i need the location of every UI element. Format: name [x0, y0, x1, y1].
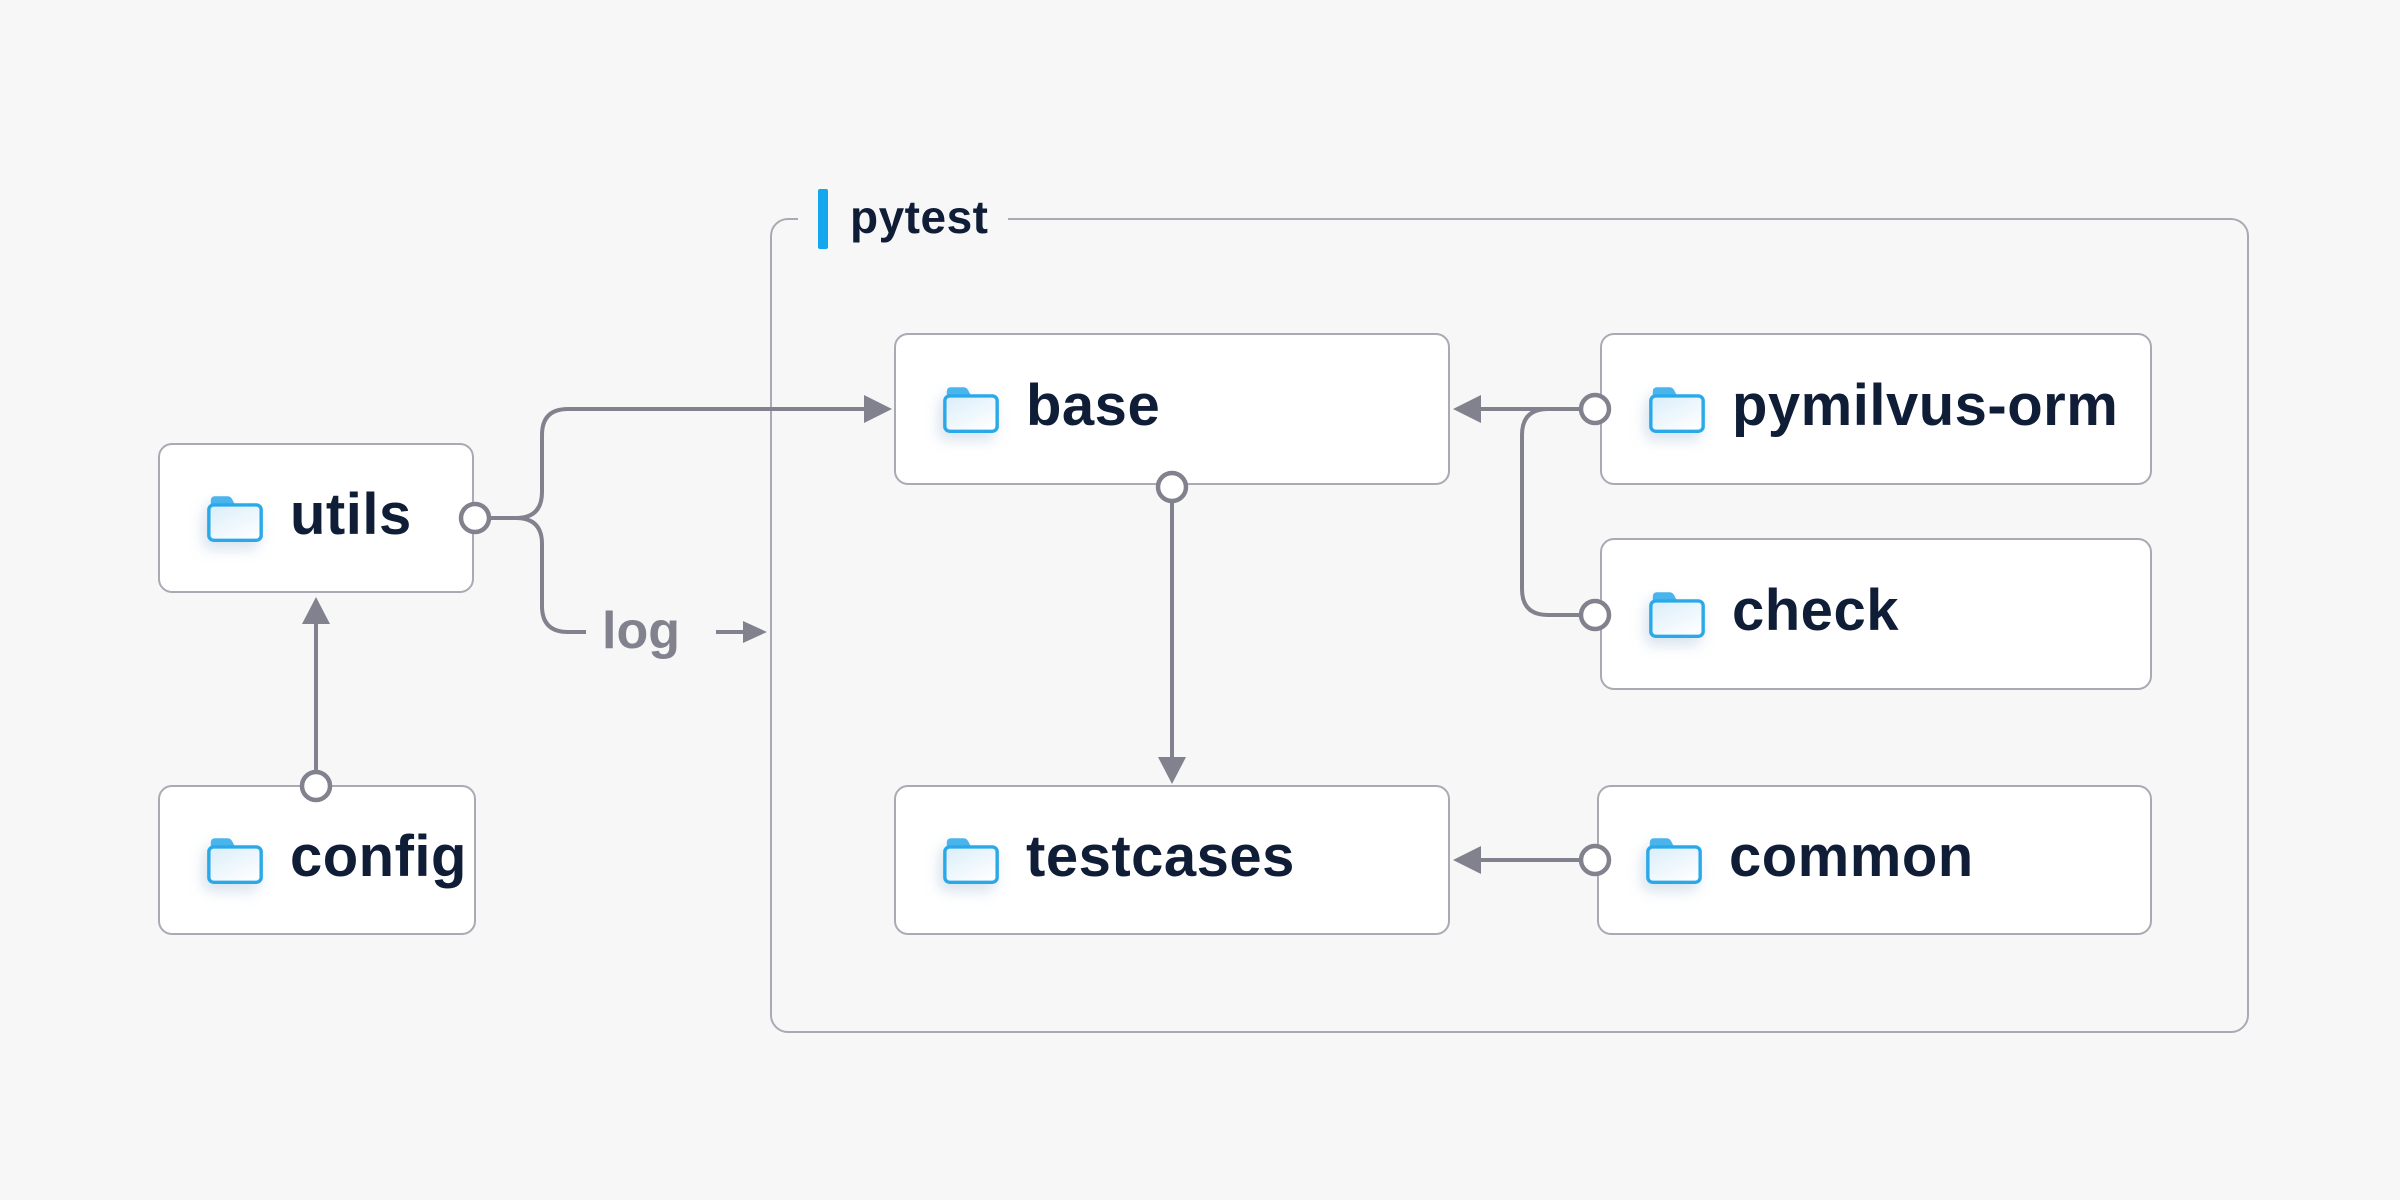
node-label: utils: [290, 482, 412, 547]
arrowhead-log: [743, 621, 767, 643]
node-label: base: [1026, 373, 1161, 438]
pytest-container-label: pytest: [798, 186, 1009, 252]
folder-icon: [1646, 587, 1708, 641]
node-utils: utils: [158, 443, 474, 593]
folder-icon: [940, 382, 1002, 436]
node-label: pymilvus-orm: [1732, 373, 2119, 438]
pytest-container: pytest: [770, 186, 2249, 1033]
node-base: base: [894, 333, 1450, 485]
node-check: check: [1600, 538, 2152, 690]
node-label: config: [290, 824, 467, 889]
folder-icon: [940, 833, 1002, 887]
node-common: common: [1597, 785, 2152, 935]
edge-utils-log: [489, 516, 586, 634]
node-label: check: [1732, 578, 1899, 643]
arrowhead-into-utils-bottom: [302, 597, 330, 624]
folder-icon: [204, 833, 266, 887]
folder-icon: [1643, 833, 1705, 887]
node-label: testcases: [1026, 824, 1295, 889]
folder-icon: [1646, 382, 1708, 436]
pytest-container-title: pytest: [850, 191, 989, 243]
node-pymilvus-orm: pymilvus-orm: [1600, 333, 2152, 485]
folder-icon: [204, 491, 266, 545]
node-config: config: [158, 785, 476, 935]
edge-label-log: log: [602, 602, 680, 660]
node-label: common: [1729, 824, 1974, 889]
node-testcases: testcases: [894, 785, 1450, 935]
accent-bar: [818, 189, 828, 249]
